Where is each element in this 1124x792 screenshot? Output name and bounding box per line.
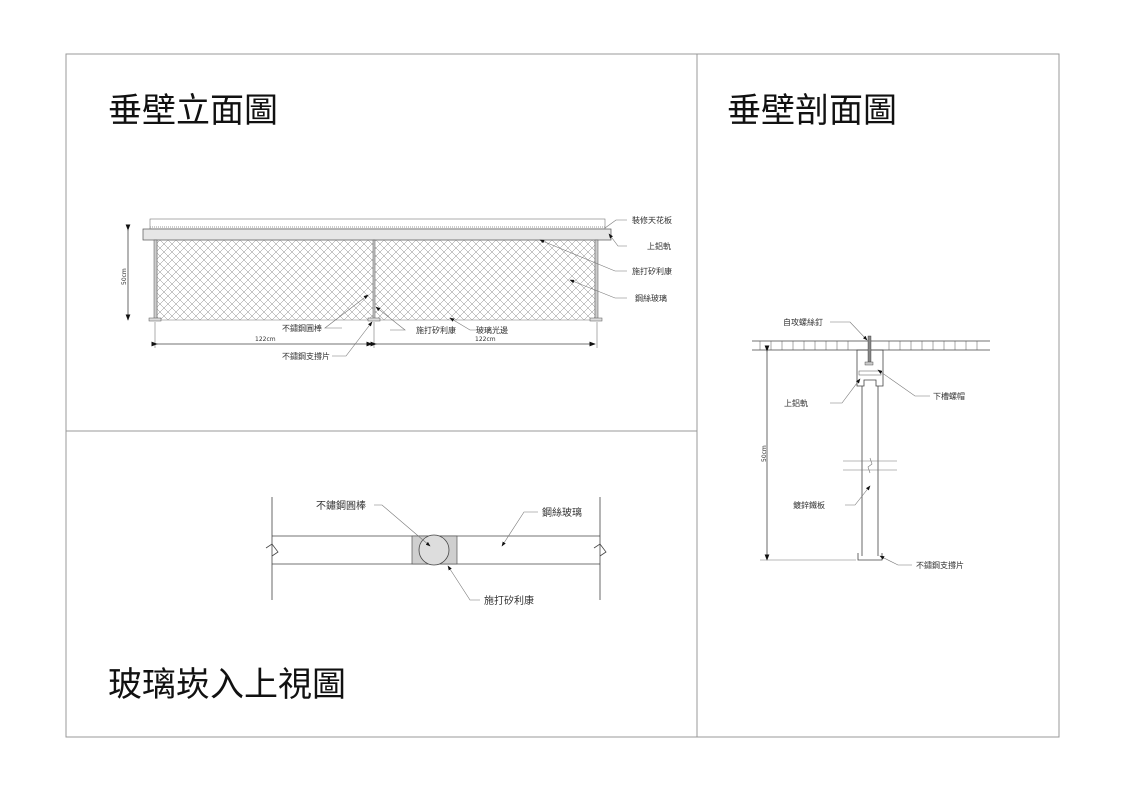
sheet-frame bbox=[65, 53, 1060, 738]
section-label-screw: 自攻螺絲釘 bbox=[783, 317, 823, 327]
label-silicone-bottom: 施打矽利康 bbox=[416, 325, 456, 335]
section-height-dimension: 50cm bbox=[761, 445, 768, 462]
steel-rod-section bbox=[418, 534, 450, 566]
section-title: 垂壁剖面圖 bbox=[727, 91, 897, 131]
label-glass-edge: 玻璃光邊 bbox=[476, 325, 508, 335]
label-top-rail: 上鋁軌 bbox=[647, 241, 671, 251]
left-width-dimension: 122cm bbox=[255, 336, 276, 343]
elevation-title: 垂壁立面圖 bbox=[108, 91, 278, 131]
top-rail-profile bbox=[856, 349, 884, 387]
steel-rod bbox=[372, 239, 376, 321]
section-view: 垂壁剖面圖 50cm 自攻螺絲釘 上鋁軌 下槽螺帽 鍍鋅鐵板 不鏽鋼支撐片 bbox=[727, 91, 990, 570]
section-label-support: 不鏽鋼支撐片 bbox=[916, 560, 964, 570]
right-width-dimension: 122cm bbox=[475, 336, 496, 343]
section-label-plate: 鍍鋅鐵板 bbox=[793, 500, 825, 510]
label-silicone: 施打矽利康 bbox=[632, 266, 672, 276]
elevation-view: 垂壁立面圖 50cm 122cm 122cm 裝修天花板 上鋁軌 施打矽利康 鋼… bbox=[108, 91, 672, 361]
plan-label-wire-glass: 鋼絲玻璃 bbox=[542, 506, 582, 519]
height-dimension: 50cm bbox=[121, 268, 128, 285]
screw bbox=[867, 335, 872, 365]
label-support: 不鏽鋼支撐片 bbox=[282, 351, 330, 361]
plan-view: 不鏽鋼圓棒 鋼絲玻璃 施打矽利康 玻璃崁入上視圖 bbox=[108, 497, 607, 705]
section-label-nut: 下槽螺帽 bbox=[933, 391, 965, 401]
wire-glass bbox=[156, 239, 596, 321]
plan-title: 玻璃崁入上視圖 bbox=[108, 665, 346, 705]
label-ceiling: 裝修天花板 bbox=[632, 215, 672, 225]
plan-label-silicone: 施打矽利康 bbox=[484, 594, 534, 607]
label-rod: 不鏽鋼圓棒 bbox=[282, 323, 322, 333]
plan-label-rod: 不鏽鋼圓棒 bbox=[316, 499, 366, 512]
section-label-top-rail: 上鋁軌 bbox=[784, 398, 808, 408]
top-rail bbox=[142, 228, 612, 241]
label-wire-glass: 鋼絲玻璃 bbox=[635, 293, 667, 303]
